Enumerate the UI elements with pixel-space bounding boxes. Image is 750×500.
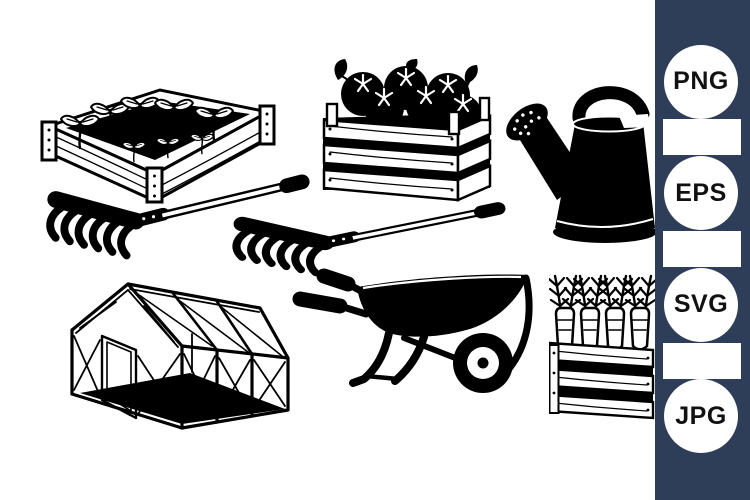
format-badge-jpg: JPG xyxy=(664,379,738,453)
carrot-crate-illustration xyxy=(549,258,657,420)
wheelbarrow-svg xyxy=(292,268,533,393)
greenhouse-illustration xyxy=(66,272,292,436)
garden-rake-left-svg xyxy=(46,174,310,260)
raised-garden-bed-illustration xyxy=(38,54,278,204)
carrot-crate-svg xyxy=(549,274,657,420)
wheelbarrow-illustration xyxy=(286,258,538,398)
format-badge-svg: SVG xyxy=(664,267,738,342)
greenhouse-svg xyxy=(70,282,290,430)
format-sidebar: PNG EPS SVG JPG xyxy=(655,0,750,500)
raised-garden-bed-svg xyxy=(40,88,276,204)
watering-can-illustration xyxy=(497,82,659,244)
divider-bar xyxy=(663,231,741,267)
garden-rake-right-svg xyxy=(232,202,506,277)
format-badge-eps: EPS xyxy=(664,156,738,230)
divider-bar xyxy=(663,119,741,155)
garden-rake-right-illustration xyxy=(228,200,508,296)
format-badge-label: PNG xyxy=(673,67,729,95)
tomato-crate-svg xyxy=(322,59,492,202)
watering-can-svg xyxy=(506,86,657,243)
format-badge-label: SVG xyxy=(673,290,729,318)
tomato-crate-illustration xyxy=(318,58,494,210)
format-badge-png: PNG xyxy=(664,44,738,119)
format-badge-label: EPS xyxy=(675,178,727,207)
divider-bar xyxy=(663,342,741,379)
garden-rake-left-illustration xyxy=(42,172,312,282)
format-badge-label: JPG xyxy=(675,401,727,430)
